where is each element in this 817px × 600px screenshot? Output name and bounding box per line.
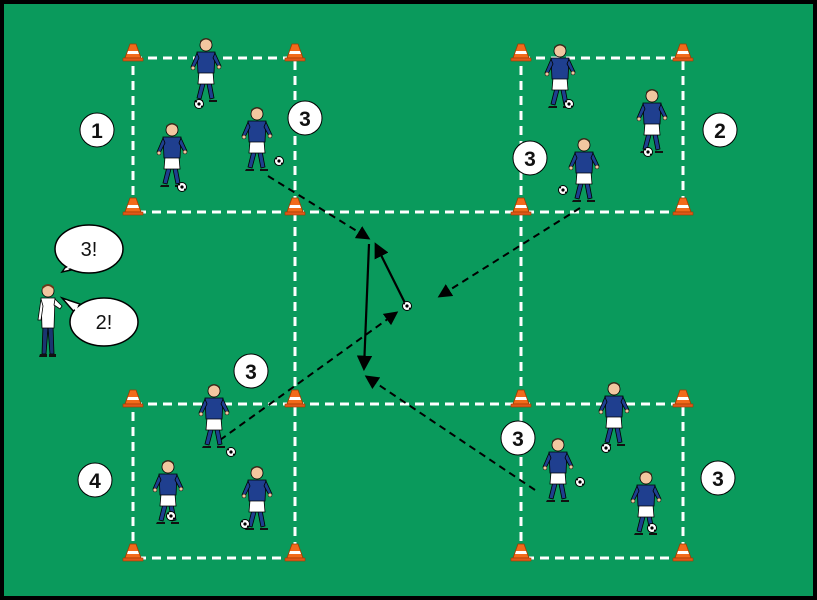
player-count-bottom-left: 3 — [233, 353, 269, 389]
ball — [240, 519, 250, 529]
ball — [601, 443, 611, 453]
svg-text:3: 3 — [524, 148, 536, 171]
run-arrow-up — [374, 242, 406, 304]
ball — [274, 156, 284, 166]
ball — [647, 523, 657, 533]
grass — [4, 4, 813, 596]
ball — [177, 182, 187, 192]
svg-text:4: 4 — [89, 470, 101, 493]
movement-lines — [356, 242, 406, 372]
zone-label-4: 4 — [77, 462, 113, 498]
svg-text:3: 3 — [299, 108, 311, 131]
svg-text:1: 1 — [91, 120, 103, 143]
ball — [194, 99, 204, 109]
speech-bubble-bottom: 2! — [59, 296, 139, 347]
run-arrow-down — [356, 243, 373, 372]
player-count-bottom-right: 3 — [500, 420, 536, 456]
svg-text:3: 3 — [712, 468, 724, 491]
ball — [558, 185, 568, 195]
zone-label-1: 1 — [79, 112, 115, 148]
pass-arrow-top-left — [267, 175, 371, 240]
coach-call-text: 3! — [81, 239, 98, 261]
player-count-top-left: 3 — [287, 100, 323, 136]
svg-text:2: 2 — [714, 120, 726, 143]
coach — [37, 284, 63, 357]
pass-arrow-bottom-left — [219, 311, 399, 441]
pass-arrow-top-right — [437, 207, 581, 298]
ball — [226, 447, 236, 457]
svg-text:3: 3 — [245, 361, 257, 384]
speech-bubble-top: 3! — [54, 224, 124, 274]
svg-text:3: 3 — [512, 428, 524, 451]
pass-arrow-bottom-right — [364, 375, 536, 491]
ball — [564, 99, 574, 109]
zone-label-3: 3 — [700, 460, 736, 496]
ball — [575, 477, 585, 487]
pass-lines — [219, 175, 581, 491]
center-ball — [402, 301, 412, 311]
player-count-top-right: 3 — [512, 140, 548, 176]
coach-call-text: 2! — [96, 312, 113, 334]
zone-label-2: 2 — [702, 112, 738, 148]
ball — [166, 511, 176, 521]
ball — [643, 147, 653, 157]
